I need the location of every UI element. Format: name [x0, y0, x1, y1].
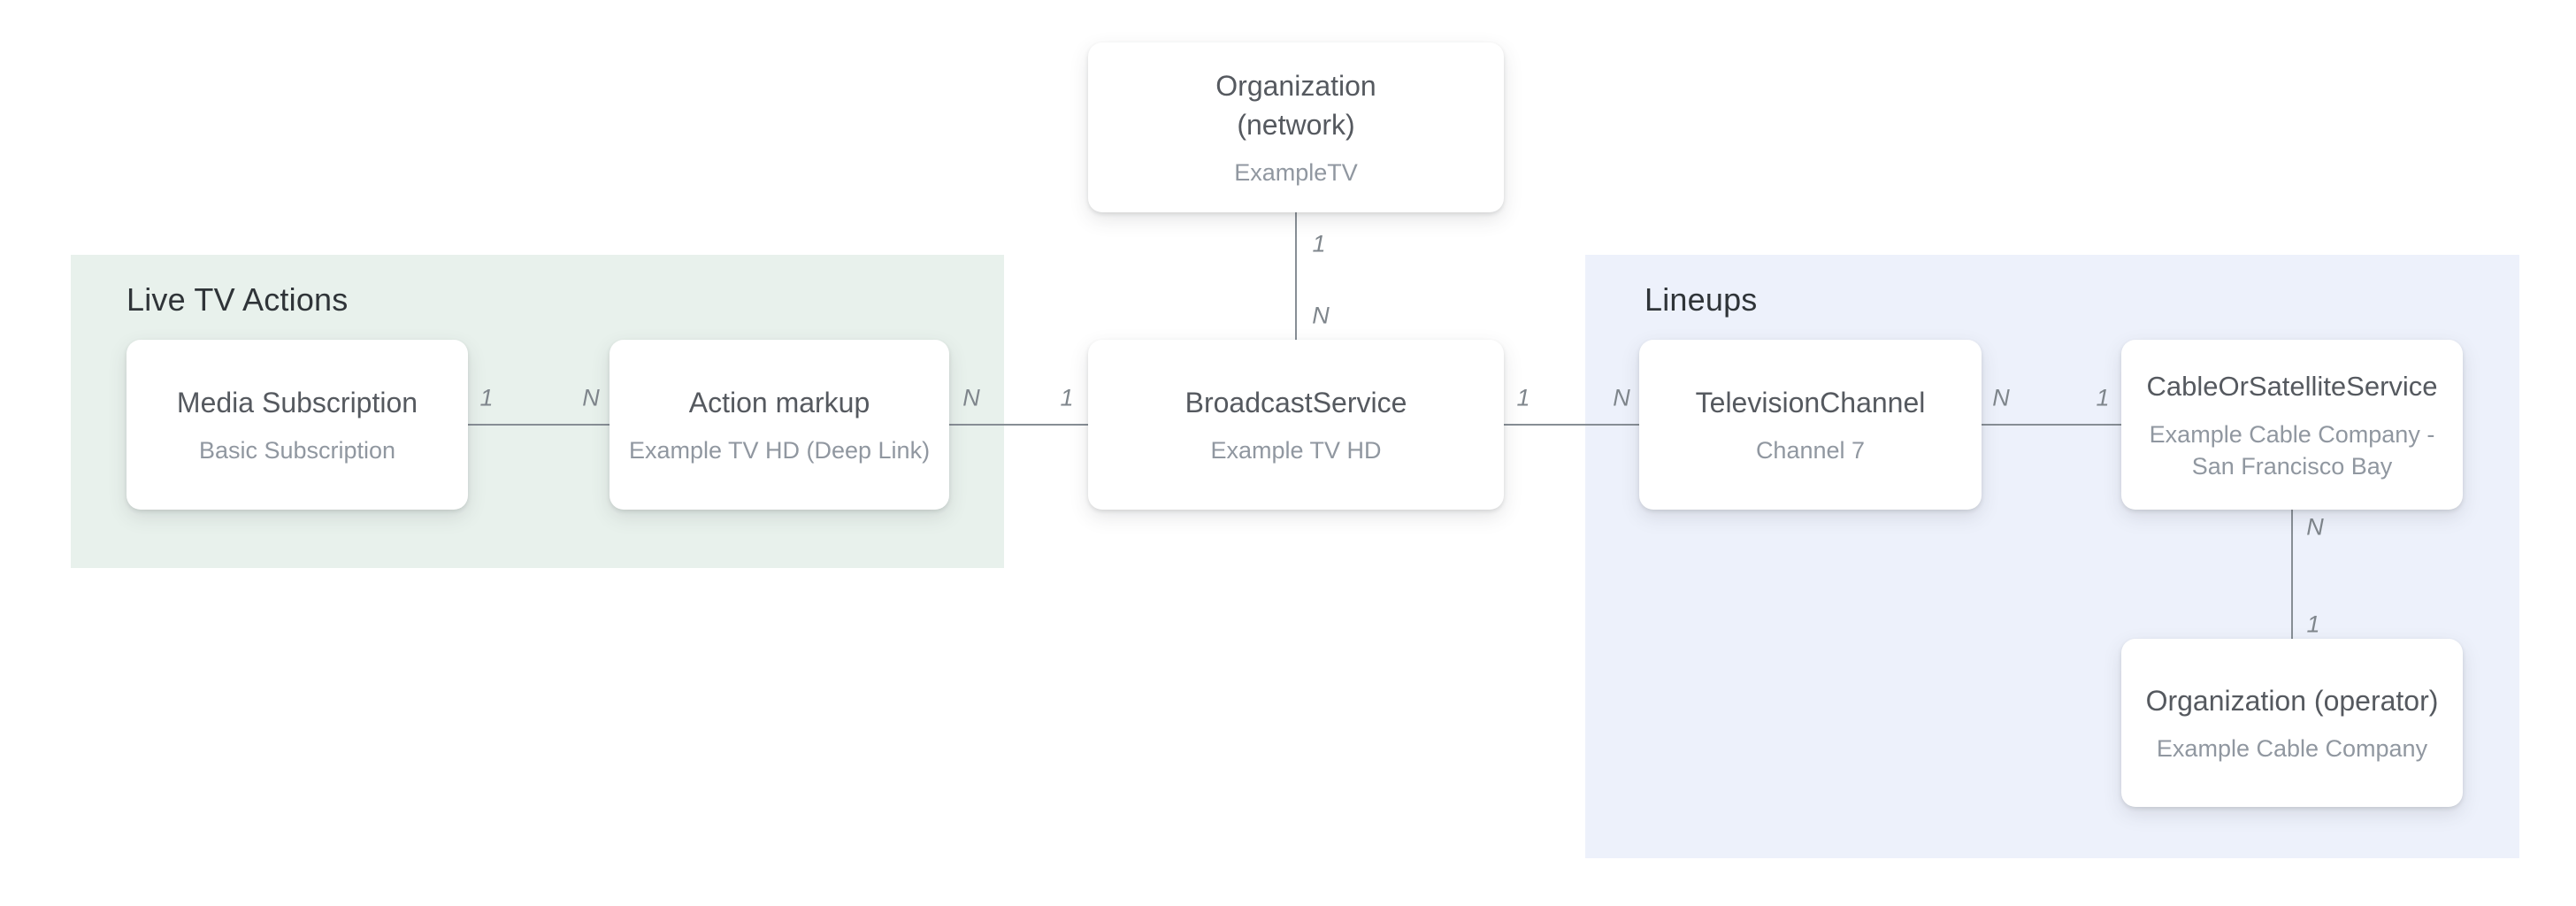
node-title: Action markup	[688, 387, 870, 418]
cardinality-label: N	[1312, 302, 1330, 329]
node-subtitle: Example TV HD	[1210, 437, 1382, 464]
cardinality-label: N	[1992, 384, 2010, 411]
cardinality-label: 1	[2096, 384, 2110, 411]
node-title: BroadcastService	[1184, 387, 1407, 418]
connector-actionmarkup-broadcastservice	[949, 424, 1088, 426]
node-title: Organization	[1215, 70, 1376, 102]
node-television-channel: TelevisionChannel Channel 7	[1639, 340, 1982, 510]
cardinality-label: 1	[479, 384, 494, 411]
connector-televisionchannel-cableservice	[1982, 424, 2121, 426]
node-action-markup: Action markup Example TV HD (Deep Link)	[610, 340, 949, 510]
cardinality-label: 1	[1060, 384, 1074, 411]
node-subtitle: Example Cable Company - San Francisco Ba…	[2149, 421, 2435, 480]
cardinality-label: 1	[2306, 610, 2320, 638]
region-label-lineups: Lineups	[1644, 281, 1758, 318]
cardinality-label: N	[582, 384, 600, 411]
node-organization-operator: Organization (operator) Example Cable Co…	[2121, 639, 2463, 807]
connector-organization-broadcastservice	[1295, 212, 1297, 340]
node-broadcast-service: BroadcastService Example TV HD	[1088, 340, 1504, 510]
node-title: Organization (operator)	[2145, 685, 2439, 717]
node-title: CableOrSatelliteService	[2146, 371, 2438, 402]
node-subtitle: ExampleTV	[1234, 159, 1358, 186]
node-organization-network: Organization (network) ExampleTV	[1088, 42, 1504, 212]
connector-mediasubscription-actionmarkup	[468, 424, 610, 426]
node-subtitle: Example TV HD (Deep Link)	[628, 437, 931, 464]
cardinality-label: N	[2306, 513, 2324, 541]
cardinality-label: N	[1613, 384, 1630, 411]
node-title: Media Subscription	[176, 387, 418, 418]
node-title: TelevisionChannel	[1695, 387, 1926, 418]
region-label-live-tv-actions: Live TV Actions	[126, 281, 349, 318]
node-subtitle: Basic Subscription	[198, 437, 396, 464]
node-media-subscription: Media Subscription Basic Subscription	[126, 340, 468, 510]
cardinality-label: 1	[1312, 230, 1326, 257]
node-title-line2: (network)	[1237, 109, 1355, 141]
connector-broadcastservice-televisionchannel	[1504, 424, 1639, 426]
cardinality-label: 1	[1516, 384, 1530, 411]
connector-cableservice-operator	[2291, 510, 2293, 639]
node-subtitle: Channel 7	[1755, 437, 1866, 464]
cardinality-label: N	[962, 384, 980, 411]
node-cable-or-satellite-service: CableOrSatelliteService Example Cable Co…	[2121, 340, 2463, 510]
node-subtitle: Example Cable Company	[2156, 735, 2428, 762]
